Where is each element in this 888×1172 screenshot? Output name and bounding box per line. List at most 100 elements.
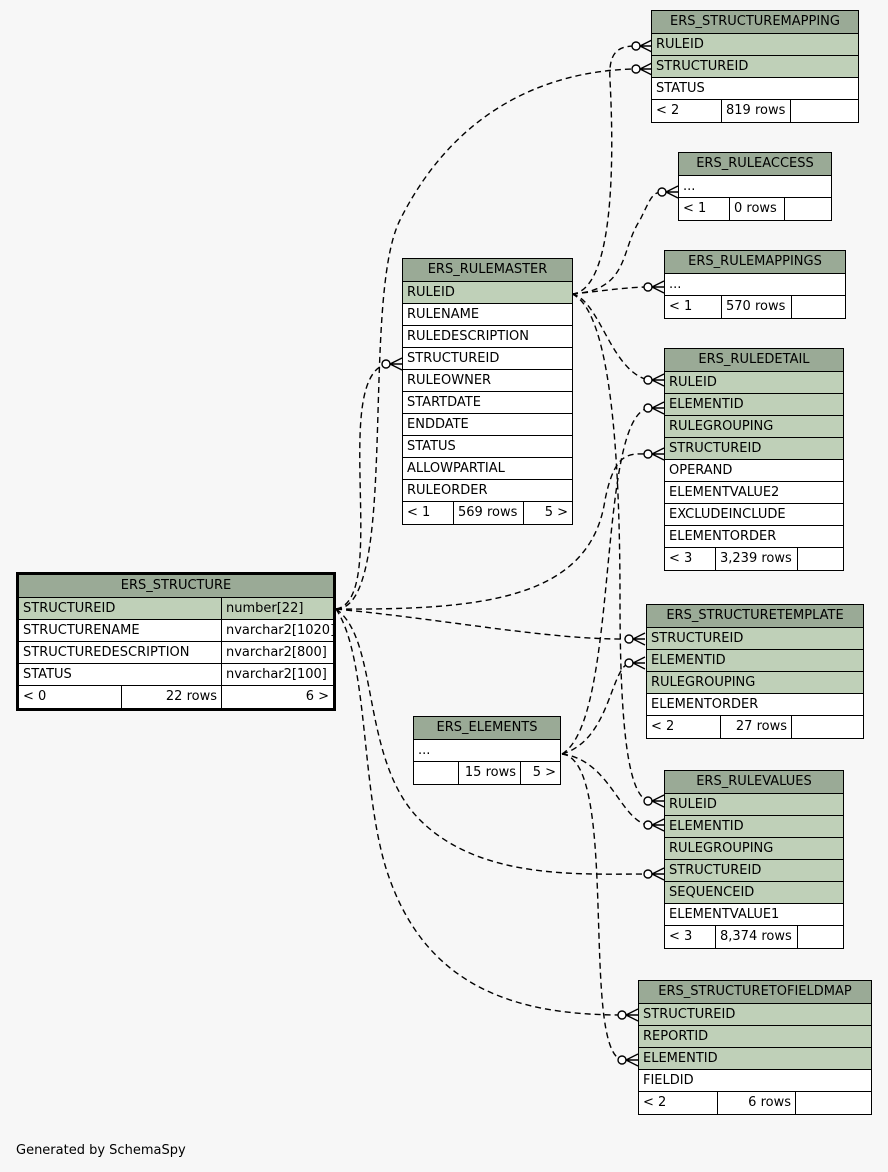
column-name: STATUS xyxy=(23,667,72,682)
edge-structure-rulevalues xyxy=(335,608,649,875)
table-row: ... xyxy=(679,176,831,198)
table-row: RULEGROUPING xyxy=(647,672,863,694)
table-ers-rulemaster[interactable]: ERS_RULEMASTER RULEID RULENAME RULEDESCR… xyxy=(402,258,573,525)
column-name: STRUCTUREDESCRIPTION xyxy=(23,645,190,660)
children-count[interactable]: 5 > xyxy=(520,762,560,784)
parents-count[interactable]: < 3 xyxy=(669,929,693,944)
table-row: RULEID xyxy=(665,372,843,394)
table-row: ALLOWPARTIAL xyxy=(403,458,572,480)
table-title[interactable]: ERS_STRUCTUREMAPPING xyxy=(652,11,858,34)
children-count[interactable] xyxy=(791,716,863,738)
table-title[interactable]: ERS_RULEMAPPINGS xyxy=(665,251,845,274)
table-title[interactable]: ERS_STRUCTURETOFIELDMAP xyxy=(639,981,871,1004)
column-name: STRUCTUREID xyxy=(643,1007,736,1022)
column-name: STRUCTUREID xyxy=(669,441,762,456)
children-count[interactable] xyxy=(797,926,843,948)
edge-rulemaster-ruledetail xyxy=(571,293,649,381)
column-name: RULEDESCRIPTION xyxy=(407,329,529,344)
table-row: STRUCTUREID xyxy=(639,1004,871,1026)
edge-rulemaster-rulevalues xyxy=(571,293,649,802)
table-ers-structuremapping[interactable]: ERS_STRUCTUREMAPPING RULEID STRUCTUREID … xyxy=(651,10,859,123)
edge-structure-rulemaster xyxy=(335,363,387,610)
table-row: ELEMENTORDER xyxy=(665,526,843,548)
parents-count[interactable]: < 2 xyxy=(643,1095,667,1110)
table-title[interactable]: ERS_RULEVALUES xyxy=(665,771,843,794)
column-name: ELEMENTVALUE1 xyxy=(669,907,780,922)
table-row: FIELDID xyxy=(639,1070,871,1092)
column-name: FIELDID xyxy=(643,1073,694,1088)
row-count: 15 rows xyxy=(458,762,520,784)
column-name: ELEMENTID xyxy=(651,653,726,668)
parents-count[interactable]: < 1 xyxy=(669,299,693,314)
column-name: STRUCTUREID xyxy=(651,631,744,646)
table-row: SEQUENCEID xyxy=(665,882,843,904)
generated-by-label: Generated by SchemaSpy xyxy=(16,1143,186,1158)
column-name: STARTDATE xyxy=(407,395,481,410)
children-count[interactable]: 5 > xyxy=(523,502,572,524)
children-count[interactable] xyxy=(784,198,831,220)
column-type: nvarchar2[1020] xyxy=(221,620,333,641)
column-name: RULEOWNER xyxy=(407,373,492,388)
table-row: ELEMENTID xyxy=(639,1048,871,1070)
table-title[interactable]: ERS_STRUCTURETEMPLATE xyxy=(647,605,863,628)
edge-elements-structuretemplate xyxy=(561,662,630,755)
column-name: RULEID xyxy=(407,285,455,300)
table-title[interactable]: ERS_RULEDETAIL xyxy=(665,349,843,372)
column-name: ... xyxy=(418,743,431,758)
table-title[interactable]: ERS_RULEACCESS xyxy=(679,153,831,176)
edge-structure-ruledetail xyxy=(335,453,649,610)
children-count[interactable] xyxy=(790,100,858,122)
parents-count[interactable]: < 0 xyxy=(23,689,47,704)
column-name: RULEGROUPING xyxy=(651,675,756,690)
table-row: RULEID xyxy=(665,794,843,816)
parents-count[interactable] xyxy=(414,762,458,784)
table-ers-rulevalues[interactable]: ERS_RULEVALUES RULEID ELEMENTID RULEGROU… xyxy=(664,770,844,949)
row-count: 22 rows xyxy=(121,686,221,708)
parents-count[interactable]: < 1 xyxy=(683,201,707,216)
column-name: RULEORDER xyxy=(407,483,488,498)
table-row: ENDDATE xyxy=(403,414,572,436)
parents-count[interactable]: < 2 xyxy=(656,103,680,118)
edge-structure-structuretemplate xyxy=(335,608,630,640)
children-count[interactable] xyxy=(797,548,843,570)
table-ers-ruledetail[interactable]: ERS_RULEDETAIL RULEID ELEMENTID RULEGROU… xyxy=(664,348,844,571)
children-count[interactable]: 6 > xyxy=(221,686,333,708)
column-name: ENDDATE xyxy=(407,417,469,432)
table-row: ELEMENTORDER xyxy=(647,694,863,716)
table-ers-structuretemplate[interactable]: ERS_STRUCTURETEMPLATE STRUCTUREID ELEMEN… xyxy=(646,604,864,739)
column-name: SEQUENCEID xyxy=(669,885,755,900)
table-row: ELEMENTVALUE1 xyxy=(665,904,843,926)
table-row: OPERAND xyxy=(665,460,843,482)
table-row: STRUCTUREID xyxy=(665,860,843,882)
column-name: STATUS xyxy=(656,81,705,96)
parents-count[interactable]: < 1 xyxy=(407,505,431,520)
table-ers-structuretofieldmap[interactable]: ERS_STRUCTURETOFIELDMAP STRUCTUREID REPO… xyxy=(638,980,872,1115)
column-name: EXCLUDEINCLUDE xyxy=(669,507,786,522)
column-name: ELEMENTID xyxy=(643,1051,718,1066)
column-name: RULEID xyxy=(669,797,717,812)
table-title[interactable]: ERS_RULEMASTER xyxy=(403,259,572,282)
children-count[interactable] xyxy=(791,296,845,318)
children-count[interactable] xyxy=(795,1092,871,1114)
column-name: ELEMENTVALUE2 xyxy=(669,485,780,500)
table-row: RULEOWNER xyxy=(403,370,572,392)
table-title[interactable]: ERS_STRUCTURE xyxy=(19,575,333,598)
column-name: OPERAND xyxy=(669,463,733,478)
row-count: 8,374 rows xyxy=(715,926,797,948)
parents-count[interactable]: < 3 xyxy=(669,551,693,566)
edge-elements-structuretofieldmap xyxy=(561,753,623,1061)
table-title[interactable]: ERS_ELEMENTS xyxy=(414,717,560,740)
parents-count[interactable]: < 2 xyxy=(651,719,675,734)
column-name: ELEMENTORDER xyxy=(669,529,777,544)
